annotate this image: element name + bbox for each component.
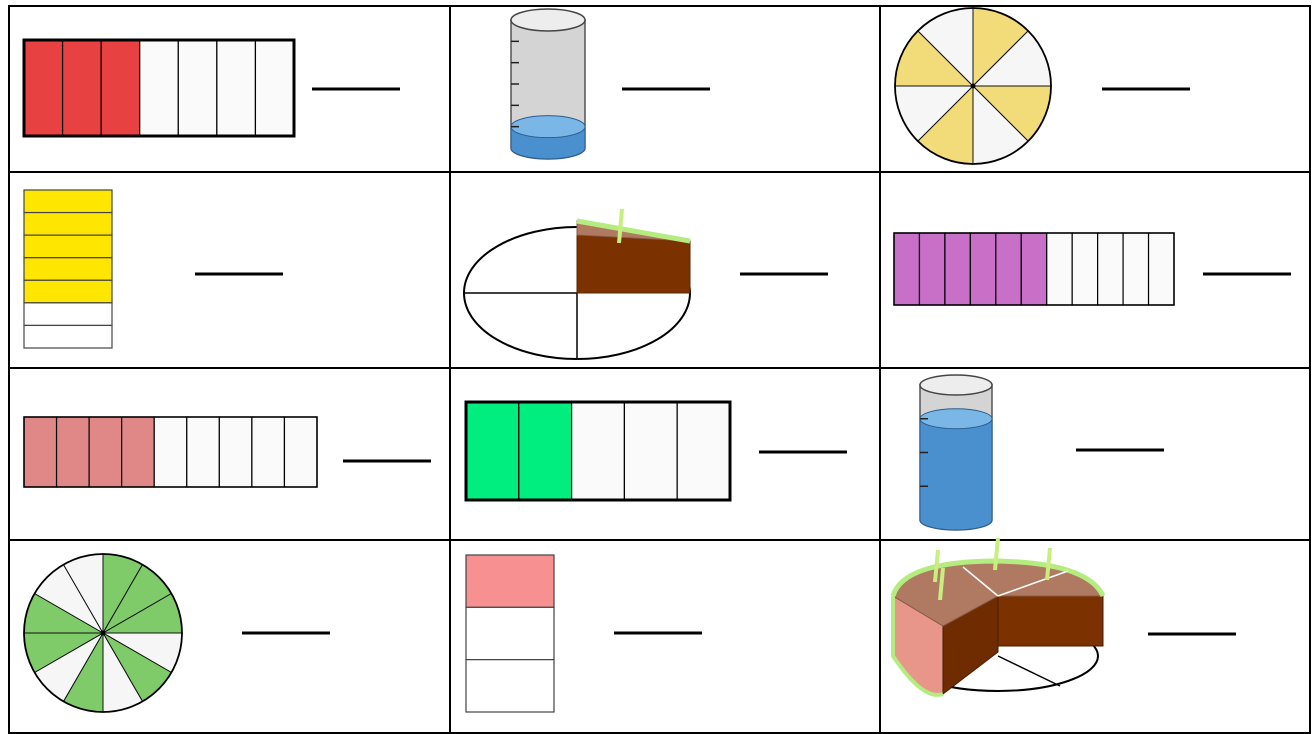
frosting-edge [891,596,944,697]
bar-outline [893,232,1175,306]
unshaded-part [153,416,188,488]
unshaded-part [1046,232,1073,306]
shaded-part [518,401,573,501]
shaded-part [23,189,113,214]
cut-face [997,595,1104,647]
pie-outline [894,7,1052,165]
unshaded-part [283,416,318,488]
worksheet-cell [890,537,1236,697]
unshaded-part [186,416,220,488]
liquid [919,418,993,531]
worksheet-cell [893,232,1291,306]
glass-rim [919,374,993,396]
worksheet-cell [510,8,710,160]
pie-center [970,83,976,89]
shaded-part [23,211,113,236]
unshaded-part [23,324,113,349]
shaded-part [100,39,141,137]
shaded-part [23,279,113,304]
worksheet-cell [23,189,283,349]
unshaded-part [216,39,257,137]
shaded-part [465,401,520,501]
unshaded-part [465,659,555,713]
unshaded-part [23,302,113,327]
liquid-surface [510,115,586,139]
unshaded-part [465,606,555,661]
worksheet-cell [463,208,828,360]
candle [617,208,624,244]
shaded-part [23,39,64,137]
bar-outline [22,38,296,138]
frosting-edge [890,558,1106,598]
unshaded-part [1147,232,1175,306]
shaded-part [61,39,102,137]
worksheet-cell [465,554,702,713]
shaded-part [23,257,113,281]
frosting-edge [576,218,691,244]
liquid-surface [919,408,993,430]
worksheet-cell [894,7,1190,165]
unshaded-part [623,401,678,501]
pie-center [100,630,106,636]
shaded-part [918,232,946,306]
cut-line [997,655,1061,687]
worksheet-cell [919,374,1164,531]
cut-line [997,570,1069,597]
candle [938,567,945,601]
shaded-part [465,554,555,608]
cake-slice-side [576,234,691,294]
shaded-part [55,416,90,488]
shaded-part [969,232,997,306]
shaded-part [23,416,58,488]
candle [1045,547,1052,581]
shaded-part [23,234,113,259]
worksheet-cell [464,400,847,502]
unshaded-part [251,416,286,488]
bar-outline [23,416,318,488]
shaded-part [88,416,123,488]
candle [933,549,940,583]
worksheet-cell [23,553,330,713]
cut-line [962,566,999,597]
glass-rim [510,8,586,32]
unshaded-part [139,39,179,137]
candle [993,537,1000,571]
worksheet-cell [23,416,431,488]
unshaded-part [570,401,625,501]
unshaded-part [676,401,731,501]
pie-outline [23,553,183,713]
table-border [8,5,1311,734]
unshaded-part [1097,232,1124,306]
unshaded-part [1071,232,1099,306]
shaded-part [1020,232,1048,306]
shaded-part [995,232,1022,306]
shaded-part [944,232,971,306]
bar-outline [464,400,732,502]
unshaded-part [177,39,218,137]
shaded-part [893,232,921,306]
table-grid [8,5,1311,734]
worksheet-cell [22,38,400,138]
unshaded-part [218,416,253,488]
unshaded-part [1122,232,1150,306]
unshaded-part [254,39,295,137]
shaded-part [121,416,155,488]
